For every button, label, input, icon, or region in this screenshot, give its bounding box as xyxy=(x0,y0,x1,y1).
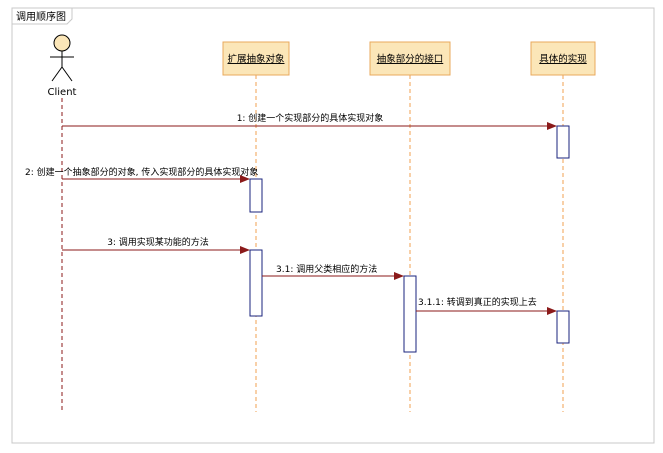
message-3-1-1[interactable]: 3.1.1: 转调到真正的实现上去 xyxy=(416,296,557,315)
activation-interface-1 xyxy=(403,275,417,353)
frame-title: 调用顺序图 xyxy=(16,10,66,23)
message-1[interactable]: 1: 创建一个实现部分的具体实现对象 xyxy=(62,112,557,130)
participant-abstraction-interface[interactable]: 抽象部分的接口 xyxy=(369,41,451,76)
actor-head xyxy=(53,34,71,52)
message-label: 3: 调用实现某功能的方法 xyxy=(107,236,209,248)
actor-name: Client xyxy=(48,87,77,98)
activation-concrete-2 xyxy=(556,310,570,344)
participant-box xyxy=(369,41,451,76)
message-label: 1: 创建一个实现部分的具体实现对象 xyxy=(237,112,384,124)
message-3-1[interactable]: 3.1: 调用父类相应的方法 xyxy=(262,263,404,280)
actor-left-leg xyxy=(51,66,63,82)
client-actor[interactable]: Client xyxy=(48,34,77,98)
participant-label: 抽象部分的接口 xyxy=(377,53,444,65)
message-label: 3.1.1: 转调到真正的实现上去 xyxy=(418,296,537,308)
participant-label: 具体的实现 xyxy=(539,53,587,65)
activation-extended-1 xyxy=(249,178,263,213)
message-2[interactable]: 2: 创建一个抽象部分的对象, 传入实现部分的具体实现对象 xyxy=(25,166,258,183)
message-label: 2: 创建一个抽象部分的对象, 传入实现部分的具体实现对象 xyxy=(25,166,258,178)
message-label: 3.1: 调用父类相应的方法 xyxy=(276,263,377,275)
participant-extended-abstraction[interactable]: 扩展抽象对象 xyxy=(222,41,290,76)
message-3[interactable]: 3: 调用实现某功能的方法 xyxy=(62,236,250,254)
participant-box xyxy=(530,41,596,76)
activation-concrete-1 xyxy=(556,125,570,159)
activation-extended-2 xyxy=(249,249,263,317)
diagram-frame xyxy=(11,7,655,444)
frame-title-tab xyxy=(11,7,73,25)
participant-concrete-implementor[interactable]: 具体的实现 xyxy=(530,41,596,76)
participant-box xyxy=(222,41,290,76)
participant-label: 扩展抽象对象 xyxy=(227,53,285,65)
actor-right-leg xyxy=(61,66,73,82)
